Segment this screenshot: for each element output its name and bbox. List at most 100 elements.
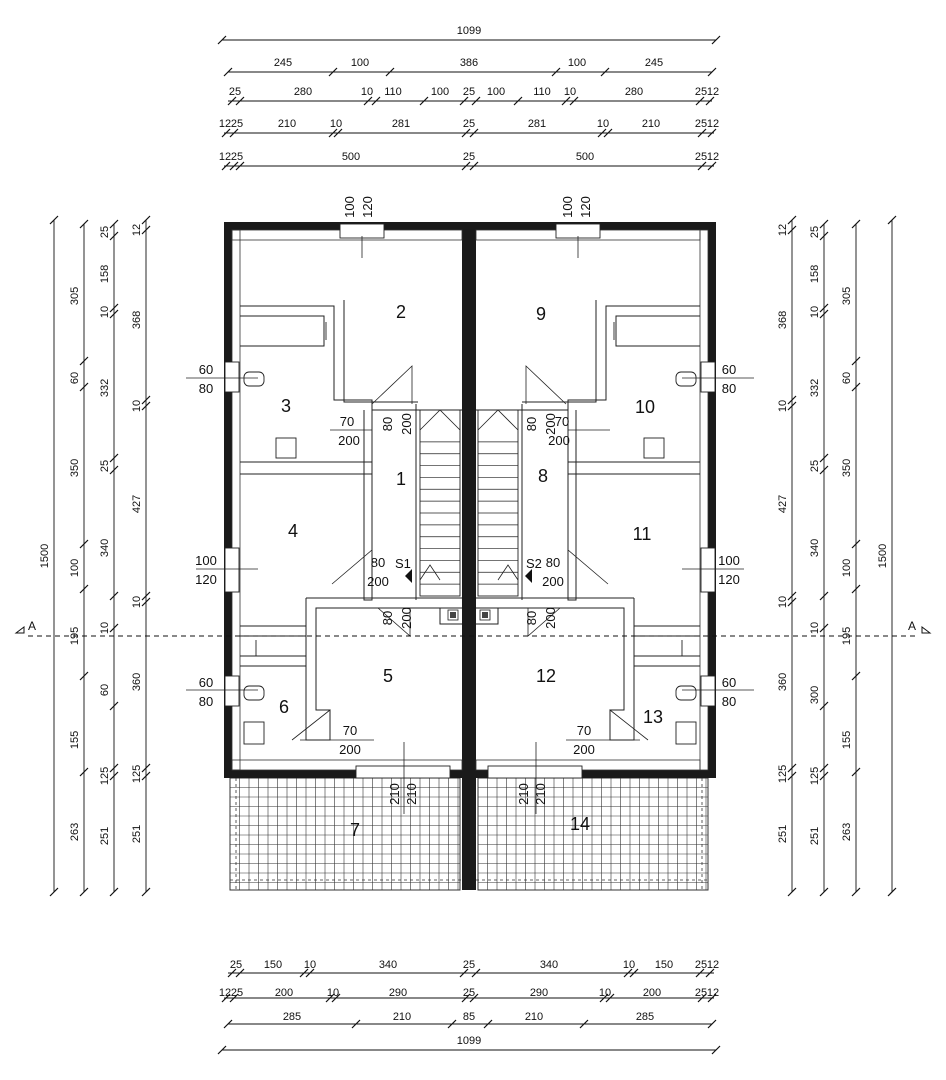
- door-label: 80: [546, 555, 560, 570]
- window-label: 60: [199, 362, 213, 377]
- door-swings: [186, 236, 754, 814]
- left-col3-dim: 10: [99, 306, 111, 318]
- top-row2-dim: 110: [533, 86, 551, 98]
- door-label: 200: [339, 742, 361, 757]
- right-col4-dim: 125: [777, 765, 789, 783]
- bottom-row1-dim: 150: [655, 959, 673, 971]
- stair-arrow-left: [405, 569, 412, 583]
- window-label: 80: [199, 694, 213, 709]
- interior-walls-right: [476, 300, 700, 741]
- left-col4-dim: 10: [131, 400, 143, 412]
- door-label: 70: [555, 414, 569, 429]
- door-label: 70: [343, 723, 357, 738]
- left-col3-dim: 25: [99, 226, 111, 238]
- top-row2-dim: 25: [695, 86, 707, 98]
- top-row2-dim: 10: [361, 86, 373, 98]
- room-label-6: 6: [279, 697, 289, 717]
- right-col2-dim: 350: [841, 459, 853, 477]
- door-label: 210: [533, 783, 548, 805]
- window-label: 60: [722, 675, 736, 690]
- bottom-overall-dim: 1099: [457, 1035, 481, 1047]
- left-col2-dim: 155: [69, 731, 81, 749]
- left-col4-dim: 125: [131, 765, 143, 783]
- top-row4-dim: 500: [576, 151, 594, 163]
- room-label-11: 11: [633, 524, 652, 544]
- bottom-row3-dim: 285: [636, 1011, 654, 1023]
- top-row2-dim: 25: [463, 86, 475, 98]
- window-label: 120: [195, 572, 217, 587]
- bottom-row3-dim: 285: [283, 1011, 301, 1023]
- top-row3-dim: 210: [278, 118, 296, 130]
- bottom-row2-dim: 290: [389, 987, 407, 999]
- right-col3-dim: 158: [809, 265, 821, 283]
- bottom-row2-dim: 10: [327, 987, 339, 999]
- door-label: 80: [380, 611, 395, 625]
- room-label-13: 13: [643, 707, 663, 727]
- bottom-row2-dim: 25: [695, 987, 707, 999]
- bottom-row2-dim: 12: [219, 987, 231, 999]
- left-col2-dim: 263: [69, 823, 81, 841]
- window-label: 80: [722, 694, 736, 709]
- right-col4-dim: 368: [777, 311, 789, 329]
- right-col4-dim: 251: [777, 825, 789, 843]
- right-overall-dim: 1500: [877, 544, 889, 568]
- top-row2-dim: 100: [431, 86, 449, 98]
- stair-right: [477, 409, 519, 597]
- bottom-dimension-chains: 25 150 10 340 25 340 10 150 25 12 12 25 …: [217, 959, 721, 1055]
- bottom-row3-dim: 85: [463, 1011, 475, 1023]
- bottom-row1-dim: 10: [623, 959, 635, 971]
- top-row3-dim: 12: [219, 118, 231, 130]
- top-row3-dim: 10: [330, 118, 342, 130]
- left-col3-dim: 332: [99, 379, 111, 397]
- top-row2-dim: 100: [487, 86, 505, 98]
- room-label-8: 8: [538, 466, 548, 486]
- right-col4-dim: 10: [777, 596, 789, 608]
- bottom-row1-dim: 150: [264, 959, 282, 971]
- top-row1-dim: 245: [645, 57, 663, 69]
- right-col3-dim: 10: [809, 622, 821, 634]
- door-label: 70: [340, 414, 354, 429]
- top-row2-dim: 12: [707, 86, 719, 98]
- room-label-7: 7: [350, 820, 360, 840]
- door-label: 80: [371, 555, 385, 570]
- terrace-left: [229, 777, 461, 891]
- left-col2-dim: 100: [69, 559, 81, 577]
- left-col4-dim: 368: [131, 311, 143, 329]
- room-label-3: 3: [281, 396, 291, 416]
- door-label: 210: [404, 783, 419, 805]
- window-label: 100: [560, 196, 575, 218]
- right-col2-dim: 100: [841, 559, 853, 577]
- bottom-row2-dim: 25: [463, 987, 475, 999]
- right-col3-dim: 25: [809, 226, 821, 238]
- door-label: 200: [367, 574, 389, 589]
- right-col4-dim: 12: [777, 224, 789, 236]
- exterior-walls: [224, 222, 716, 890]
- top-row3-dim: 210: [642, 118, 660, 130]
- bottom-row1-dim: 25: [695, 959, 707, 971]
- top-row3-dim: 25: [231, 118, 243, 130]
- top-row1-dim: 245: [274, 57, 292, 69]
- left-col3-dim: 10: [99, 622, 111, 634]
- window-label: 80: [199, 381, 213, 396]
- left-col3-dim: 25: [99, 460, 111, 472]
- window-label: 100: [195, 553, 217, 568]
- top-row3-dim: 25: [463, 118, 475, 130]
- left-col4-dim: 10: [131, 596, 143, 608]
- door-label: 210: [516, 783, 531, 805]
- room-label-4: 4: [288, 521, 298, 541]
- right-col3-dim: 10: [809, 306, 821, 318]
- window-label: 60: [722, 362, 736, 377]
- room-label-12: 12: [536, 666, 556, 686]
- door-label: 200: [543, 607, 558, 629]
- right-col3-dim: 251: [809, 827, 821, 845]
- bottom-row1-dim: 12: [707, 959, 719, 971]
- bottom-row1-dim: 340: [379, 959, 397, 971]
- left-col2-dim: 60: [69, 372, 81, 384]
- top-row3-dim: 281: [528, 118, 546, 130]
- opening-labels: 100 120 100 120 60 80 60 80 100 120 100 …: [195, 196, 740, 805]
- left-col3-dim: 125: [99, 767, 111, 785]
- door-label: 80: [524, 611, 539, 625]
- window-label: 120: [360, 196, 375, 218]
- windows: [224, 223, 716, 779]
